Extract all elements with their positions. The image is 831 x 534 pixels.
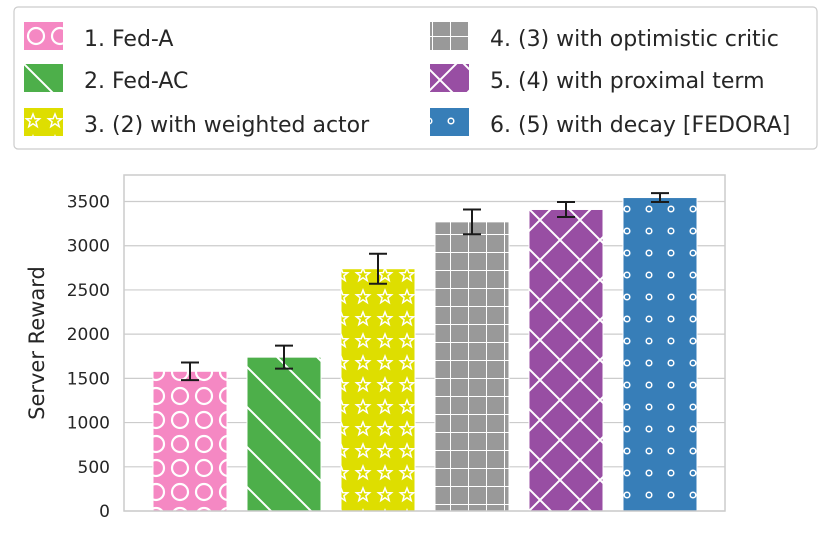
error-bar-5 <box>557 200 575 218</box>
bars <box>152 197 698 512</box>
legend-swatch <box>430 64 469 92</box>
y-tick-label: 2500 <box>67 281 110 301</box>
legend-frame <box>13 6 818 150</box>
legend-item-3: 3. (2) with weighted actor <box>24 108 370 138</box>
y-tick-label: 3500 <box>67 193 110 213</box>
plot-area: 0 500 1000 1500 2000 2500 3000 3500 Server Rewa… <box>25 174 726 522</box>
bar-1 <box>152 370 228 512</box>
legend-item-2: 2. Fed-AC <box>24 64 188 94</box>
error-bar-6 <box>651 192 669 203</box>
legend-item-1: 1. Fed-A <box>24 22 173 52</box>
legend-label: 1. Fed-A <box>84 27 173 52</box>
plot-frame <box>123 174 726 512</box>
legend-item-5: 5. (4) with proximal term <box>430 64 765 94</box>
legend: 1. Fed-A 2. Fed-AC 3. (2) with weighted ac… <box>13 6 818 150</box>
y-tick-label: 0 <box>99 502 110 522</box>
legend-item-6: 6. (5) with decay [FEDORA] <box>430 108 790 138</box>
bar-4 <box>434 221 510 512</box>
bar-6 <box>622 197 698 512</box>
legend-swatch <box>24 108 63 136</box>
legend-label: 6. (5) with decay [FEDORA] <box>490 113 790 138</box>
legend-swatch <box>430 22 469 50</box>
legend-label: 4. (3) with optimistic critic <box>490 27 779 52</box>
legend-label: 5. (4) with proximal term <box>490 69 765 94</box>
error-bar-4 <box>463 208 481 236</box>
y-tick-label: 1000 <box>67 414 110 434</box>
legend-swatch <box>430 108 469 136</box>
y-tick-label: 2000 <box>67 325 110 345</box>
y-tick-label: 3000 <box>67 237 110 257</box>
bar-3 <box>340 268 416 512</box>
y-tick-label: 500 <box>78 458 110 478</box>
legend-item-4: 4. (3) with optimistic critic <box>430 22 779 52</box>
bar-5 <box>528 208 604 512</box>
legend-swatch <box>24 22 63 50</box>
y-tick-label: 1500 <box>67 369 110 389</box>
bar-2 <box>246 356 322 512</box>
legend-swatch <box>24 64 63 92</box>
y-ticks: 0 500 1000 1500 2000 2500 3000 3500 <box>67 193 110 522</box>
legend-label: 3. (2) with weighted actor <box>84 113 370 138</box>
error-bar-3 <box>369 252 387 285</box>
error-bars <box>181 192 669 382</box>
error-bar-2 <box>275 344 293 370</box>
error-bar-1 <box>181 361 199 382</box>
legend-label: 2. Fed-AC <box>84 69 188 94</box>
y-axis-label: Server Reward <box>25 266 49 420</box>
